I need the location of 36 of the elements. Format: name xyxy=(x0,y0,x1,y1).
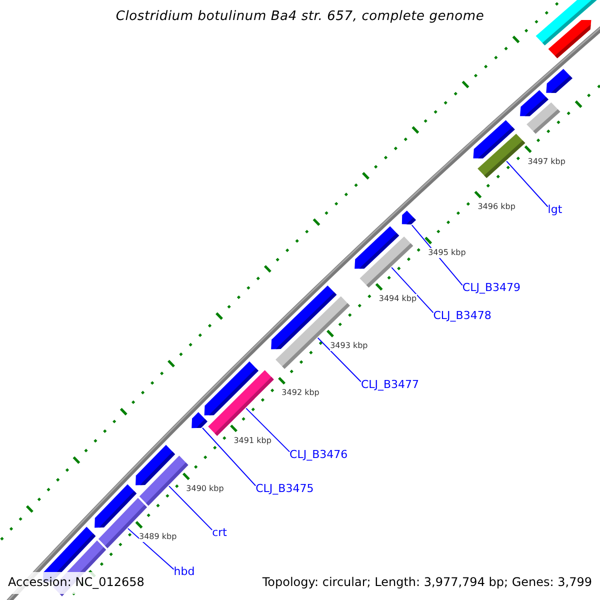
leader-line xyxy=(317,337,362,382)
tick-label: 3497 kbp xyxy=(528,156,566,166)
leader-line xyxy=(246,408,290,452)
tick-label: 3492 kbp xyxy=(282,388,320,398)
gene-pentagon xyxy=(546,68,572,93)
gene-pentagon xyxy=(402,210,416,224)
gene-label: CLJ_B3475 xyxy=(256,482,314,495)
tick-label: 3496 kbp xyxy=(478,202,516,212)
genome-summary-text: Topology: circular; Length: 3,977,794 bp; Genes: 3,799 xyxy=(262,575,592,590)
tick-label: 3490 kbp xyxy=(186,484,224,494)
gene-bar xyxy=(478,134,526,178)
gene-label: CLJ_B3479 xyxy=(462,281,520,294)
tick-label: 3494 kbp xyxy=(378,294,417,304)
gene-label: CLJ_B3478 xyxy=(433,308,492,322)
gene-pentagon xyxy=(192,412,208,428)
gene-pentagon xyxy=(548,20,592,58)
leader-line xyxy=(127,528,174,570)
gene-bar xyxy=(526,102,560,134)
gene-pentagon xyxy=(354,226,400,269)
leader-line xyxy=(168,486,213,530)
tick-label: 3489 kbp xyxy=(139,532,177,542)
tick-label: 3491 kbp xyxy=(234,436,272,446)
gene-label: CLJ_B3476 xyxy=(290,448,348,461)
gene-label: hbd xyxy=(174,565,195,579)
gene-pentagon xyxy=(204,361,258,416)
gene-label: crt xyxy=(212,526,227,540)
gene-label: lgt xyxy=(548,202,562,216)
map-title: Clostridium botulinum Ba4 str. 657, complete genome xyxy=(114,9,486,25)
tick-label: 3495 kbp xyxy=(428,248,466,258)
tick-label: 3493 kbp xyxy=(330,341,368,351)
leader-line xyxy=(506,160,548,208)
gene-pentagon xyxy=(94,484,137,528)
leader-line xyxy=(391,266,434,314)
gene-label: CLJ_B3477 xyxy=(360,378,420,391)
leader-line xyxy=(202,427,256,486)
gene-pentagon xyxy=(136,444,176,486)
